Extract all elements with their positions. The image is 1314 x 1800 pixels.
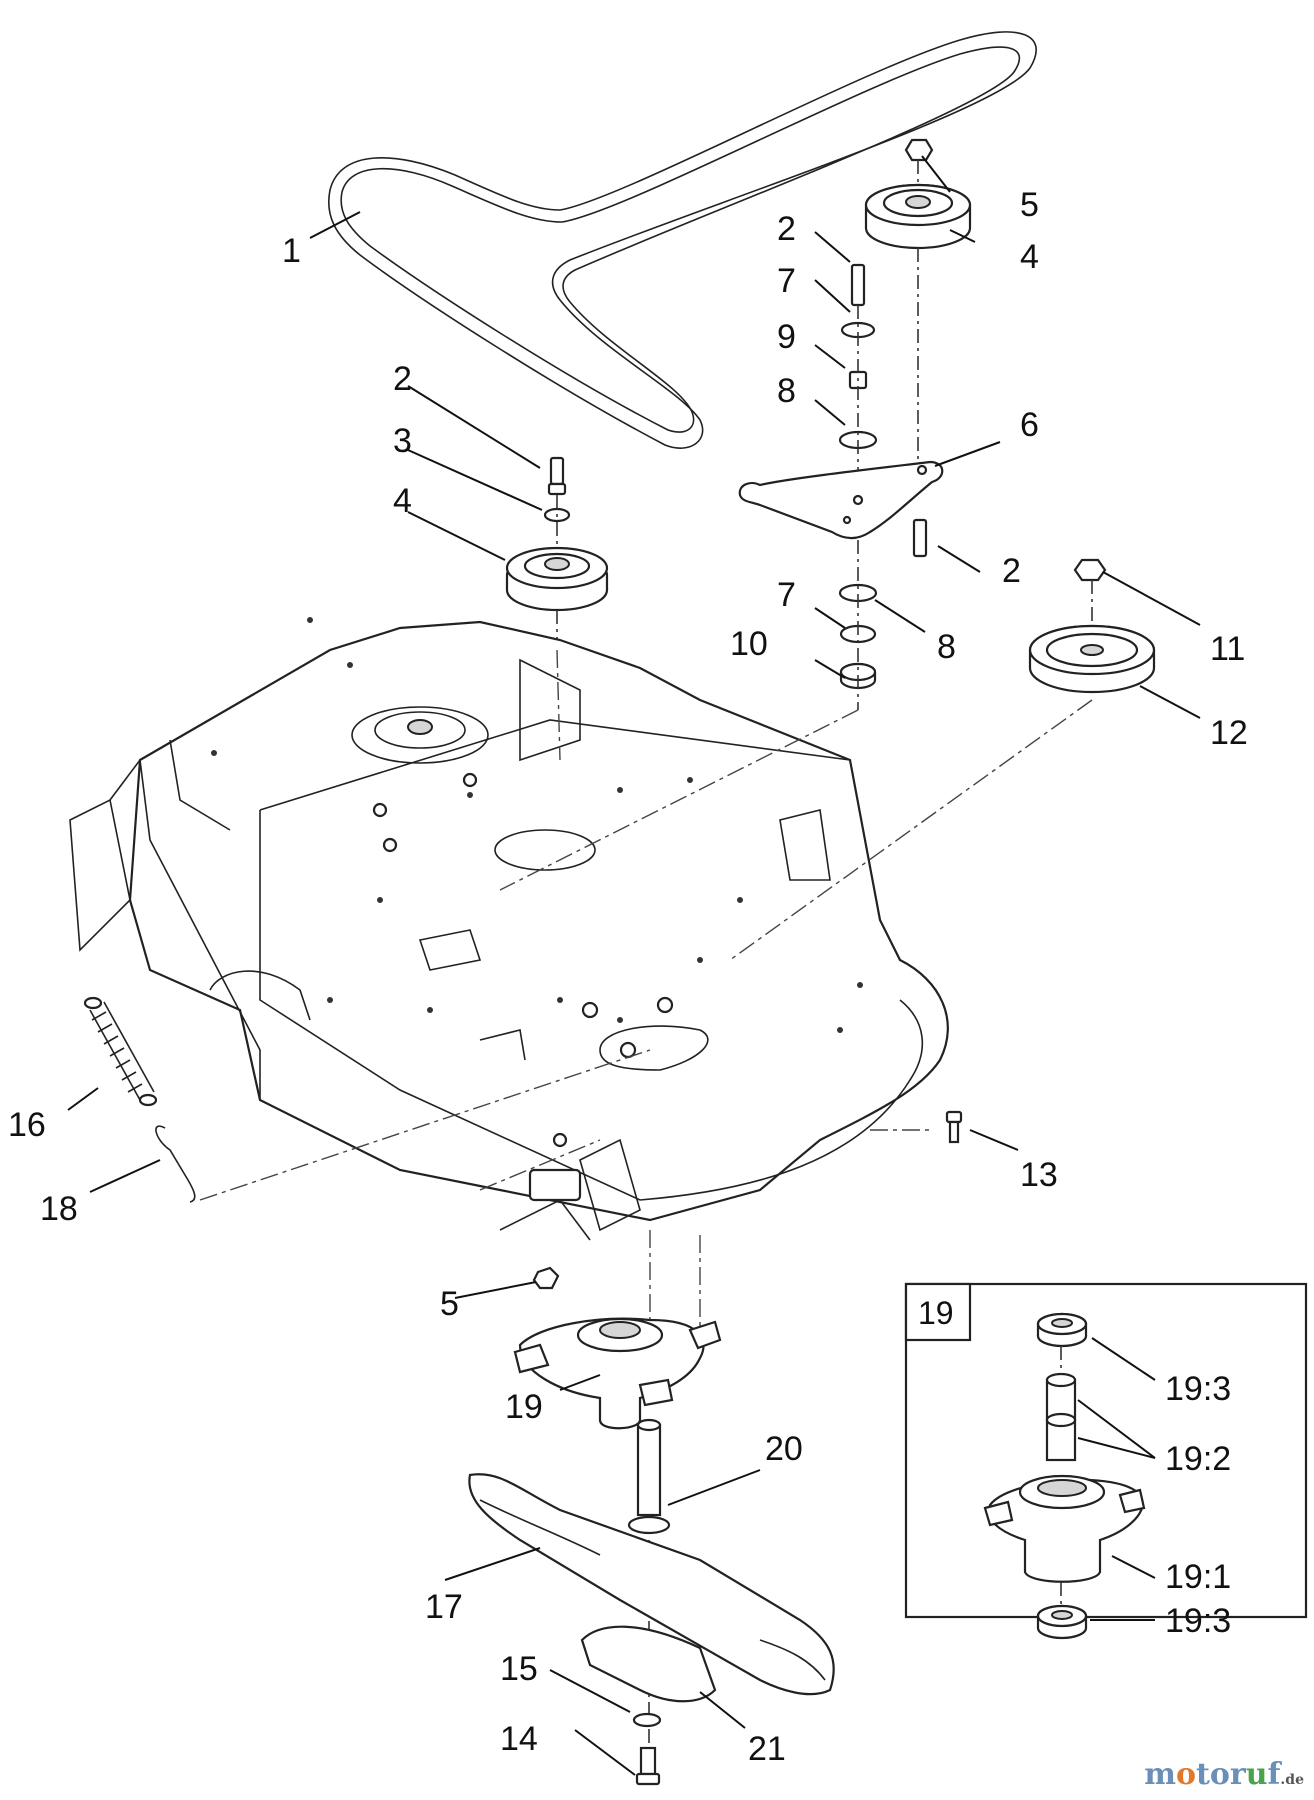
- extension-spring[interactable]: [83, 996, 158, 1107]
- leader-lines: [67, 155, 1201, 1776]
- callout-19: 19: [505, 1388, 543, 1426]
- deck-bolt[interactable]: [945, 1110, 963, 1144]
- idler-pulley-left[interactable]: [505, 546, 609, 612]
- callout-17: 17: [425, 1588, 463, 1626]
- idler-bolt-left[interactable]: [547, 456, 567, 496]
- callout-2-arm: 2: [1002, 552, 1021, 590]
- deck-drive-pulley[interactable]: [1028, 624, 1156, 694]
- callout-21: 21: [748, 1730, 786, 1768]
- arm-stud[interactable]: [912, 518, 928, 558]
- callout-14: 14: [500, 1720, 538, 1758]
- callout-1: 1: [282, 232, 301, 270]
- callout-16: 16: [8, 1106, 46, 1144]
- callout-11: 11: [1210, 630, 1245, 668]
- mower-deck-housing: [69, 617, 949, 1241]
- watermark-logo: motoruf.de: [1144, 1757, 1304, 1792]
- pivot-bolt-top[interactable]: [850, 263, 866, 307]
- idler-pulley-right[interactable]: [864, 183, 972, 250]
- callout-3: 3: [393, 422, 412, 460]
- callout-4-left: 4: [393, 482, 412, 520]
- pulley-nut[interactable]: [1073, 558, 1107, 582]
- callout-8-bottom: 8: [937, 628, 956, 666]
- callout-5-bottom: 5: [440, 1285, 459, 1323]
- callout-4-right: 4: [1020, 238, 1039, 276]
- spindle-nut[interactable]: [532, 1266, 560, 1290]
- inset-title: 19: [918, 1295, 954, 1331]
- callout-7-bottom: 7: [777, 576, 796, 614]
- blade-washer[interactable]: [632, 1712, 662, 1728]
- blade-stiffener[interactable]: [580, 1625, 717, 1703]
- spring-hook[interactable]: [155, 1125, 196, 1203]
- spindle-housing[interactable]: [513, 1317, 722, 1430]
- spindle-shaft[interactable]: [627, 1418, 671, 1535]
- inset-spindle-housing[interactable]: [983, 1474, 1146, 1583]
- callout-20: 20: [765, 1430, 803, 1468]
- callout-2-left: 2: [393, 360, 412, 398]
- inset-callout-19-1: 19:1: [1165, 1558, 1231, 1596]
- callout-7-top: 7: [777, 262, 796, 300]
- callout-13: 13: [1020, 1156, 1058, 1194]
- callout-6: 6: [1020, 406, 1039, 444]
- inset-bearing-bottom[interactable]: [1036, 1604, 1088, 1640]
- inset-callout-19-2: 19:2: [1165, 1440, 1231, 1478]
- pivot-bushing-bottom[interactable]: [839, 662, 877, 690]
- idler-arm[interactable]: [738, 460, 944, 540]
- inset-callout-19-3-bottom: 19:3: [1165, 1602, 1231, 1640]
- callout-15: 15: [500, 1650, 538, 1688]
- inset-bearing-top[interactable]: [1036, 1312, 1088, 1348]
- callout-10: 10: [730, 625, 768, 663]
- callout-9: 9: [777, 318, 796, 356]
- callout-8-top: 8: [777, 372, 796, 410]
- inset-panel-spindle: 19: [904, 1282, 1308, 1640]
- callout-2-top: 2: [777, 210, 796, 248]
- drive-belt[interactable]: [328, 31, 1037, 449]
- callout-12: 12: [1210, 714, 1248, 752]
- blade-bolt[interactable]: [635, 1746, 661, 1786]
- cutting-blade[interactable]: [468, 1473, 835, 1696]
- callout-5-top: 5: [1020, 186, 1039, 224]
- idler-nut-top[interactable]: [904, 138, 934, 162]
- callout-18: 18: [40, 1190, 78, 1228]
- inset-spacer-lower[interactable]: [1045, 1412, 1077, 1462]
- inset-callout-19-3-top: 19:3: [1165, 1370, 1231, 1408]
